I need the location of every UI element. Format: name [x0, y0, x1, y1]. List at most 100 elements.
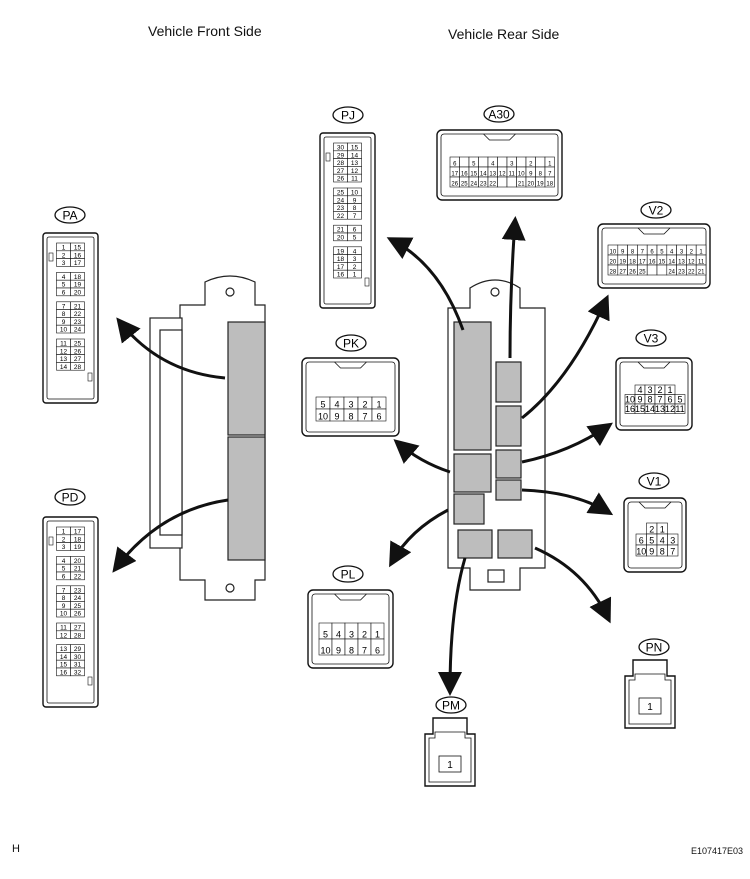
- pin-number: 9: [62, 603, 66, 610]
- connector-pm: 1: [424, 717, 476, 787]
- rear-ecu-body: [447, 279, 546, 591]
- pin-number: 8: [348, 411, 353, 421]
- rear-slot-4: [495, 449, 522, 479]
- pin-number: 17: [451, 171, 458, 177]
- pin-number: 19: [74, 544, 82, 551]
- pin-number: 13: [489, 171, 496, 177]
- pin-number: 2: [657, 385, 662, 395]
- pin-cell: [656, 264, 668, 276]
- pin-number: 13: [655, 404, 665, 414]
- pin-cell: [70, 362, 85, 371]
- connector-label-a30: A30: [483, 105, 515, 123]
- pin-number: 8: [62, 595, 66, 602]
- pin-number: 19: [74, 282, 82, 289]
- pin-number: 26: [74, 348, 82, 355]
- pin-number: 12: [499, 171, 506, 177]
- pin-number: 3: [62, 260, 66, 267]
- pin-cell: [70, 542, 85, 551]
- pin-number: 6: [650, 249, 654, 255]
- arrows: [112, 216, 614, 696]
- pin-number: 28: [74, 632, 82, 639]
- pin-number: 6: [62, 290, 66, 297]
- pin-number: 30: [337, 145, 345, 152]
- pin-number: 21: [518, 181, 525, 187]
- connector-label-pd: PD: [54, 488, 86, 506]
- arrow-to-PN: [534, 546, 612, 624]
- pin-number: 20: [337, 235, 345, 242]
- pin-number: 5: [323, 629, 328, 639]
- pin-number: 3: [510, 161, 514, 167]
- connector-label-text: PA: [62, 209, 77, 223]
- pin-number: 24: [668, 269, 675, 275]
- pin-number: 9: [336, 645, 341, 655]
- connector-label-text: V1: [647, 475, 662, 489]
- pin-cell: [70, 667, 85, 677]
- pin-number: 16: [74, 252, 82, 259]
- connector-label-text: PL: [341, 568, 356, 582]
- pin-cell: [70, 287, 85, 297]
- pin-number: 26: [629, 269, 636, 275]
- pin-number: 19: [337, 248, 345, 255]
- pin-number: 23: [74, 587, 82, 594]
- pin-number: 24: [74, 327, 82, 334]
- pin-number: 2: [362, 629, 367, 639]
- connector-label-text: PD: [62, 491, 79, 505]
- pin-number: 6: [453, 161, 457, 167]
- pin-number: 5: [660, 249, 664, 255]
- pin-number: 30: [74, 654, 82, 661]
- pin-number: 5: [62, 282, 66, 289]
- pin-number: 28: [74, 364, 82, 371]
- pin-cell: [544, 176, 555, 188]
- pin-number: 11: [60, 625, 67, 632]
- pin-number: 5: [62, 566, 66, 573]
- connector-label-text: PK: [343, 337, 359, 351]
- pin-number: 6: [62, 574, 66, 581]
- pin-number: 21: [698, 269, 705, 275]
- pin-number: 4: [637, 385, 642, 395]
- pin-number: 4: [670, 249, 674, 255]
- pin-number: 16: [625, 404, 635, 414]
- pin-number: 2: [649, 524, 654, 534]
- pin-cell: [347, 269, 362, 279]
- pin-number: 14: [60, 654, 68, 661]
- connector-label-v2: V2: [640, 201, 672, 219]
- pin-number: 20: [74, 558, 82, 565]
- pin-cell: [667, 544, 679, 557]
- pin-number: 28: [337, 160, 345, 167]
- pin-cell: [516, 156, 527, 168]
- pin-number: 1: [353, 272, 357, 279]
- pin-number: 28: [610, 269, 617, 275]
- rear-side-heading: Vehicle Rear Side: [448, 26, 560, 42]
- pin-number: 7: [62, 587, 66, 594]
- pin-number: 17: [337, 264, 345, 271]
- pin-number: 24: [74, 595, 82, 602]
- pin-number: 1: [447, 760, 453, 771]
- pin-cell: [70, 630, 85, 639]
- pin-number: 3: [349, 629, 354, 639]
- pin-cell: [646, 264, 658, 276]
- pin-number: 9: [353, 197, 357, 204]
- pin-number: 1: [667, 385, 672, 395]
- pin-number: 1: [375, 629, 380, 639]
- pin-number: 11: [60, 341, 67, 348]
- pin-number: 10: [518, 171, 525, 177]
- pin-number: 7: [353, 213, 357, 220]
- arrow-to-PD: [112, 498, 229, 573]
- arrow-to-A30: [501, 216, 526, 359]
- pin-cell: [347, 211, 362, 220]
- pin-number: 26: [74, 611, 82, 618]
- pin-number: 23: [678, 269, 685, 275]
- pin-number: 16: [461, 171, 468, 177]
- pin-number: 6: [376, 411, 381, 421]
- rear-slot-9: [497, 529, 533, 559]
- pin-number: 6: [667, 394, 672, 404]
- connector-label-pl: PL: [332, 565, 364, 583]
- pin-cell: [70, 608, 85, 618]
- pin-number: 16: [337, 272, 345, 279]
- pin-number: 18: [629, 259, 636, 265]
- rear-slot-8: [457, 529, 493, 559]
